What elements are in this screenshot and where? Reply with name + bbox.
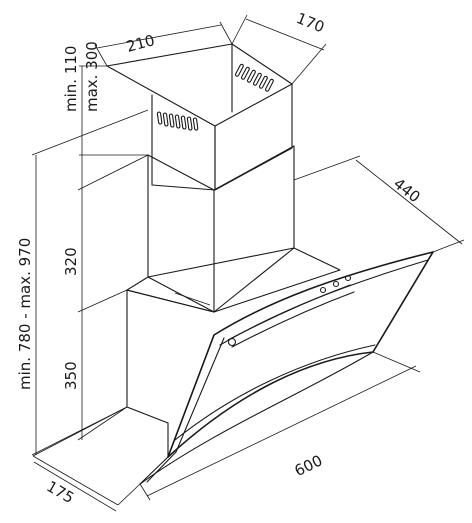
dim-upper-min: min. 110	[62, 46, 80, 112]
vent-slots-left	[156, 111, 199, 131]
upper-chimney	[106, 43, 293, 191]
dim-total-height: min. 780 - max. 970	[16, 238, 34, 390]
dim-chimney-width: 210	[124, 31, 156, 56]
hood-body	[126, 247, 434, 485]
vent-slots-right	[234, 63, 274, 92]
dim-hood-depth: 440	[390, 174, 424, 206]
dimension-lines	[31, 14, 465, 512]
dim-base-depth: 175	[43, 477, 77, 507]
dim-hood-width: 600	[292, 451, 326, 480]
dim-upper-max: max. 300	[83, 41, 101, 112]
dim-body-height: 350	[62, 361, 80, 390]
dim-chimney-height: 320	[62, 247, 80, 276]
dim-chimney-depth: 170	[294, 9, 327, 36]
lower-chimney	[147, 145, 295, 313]
